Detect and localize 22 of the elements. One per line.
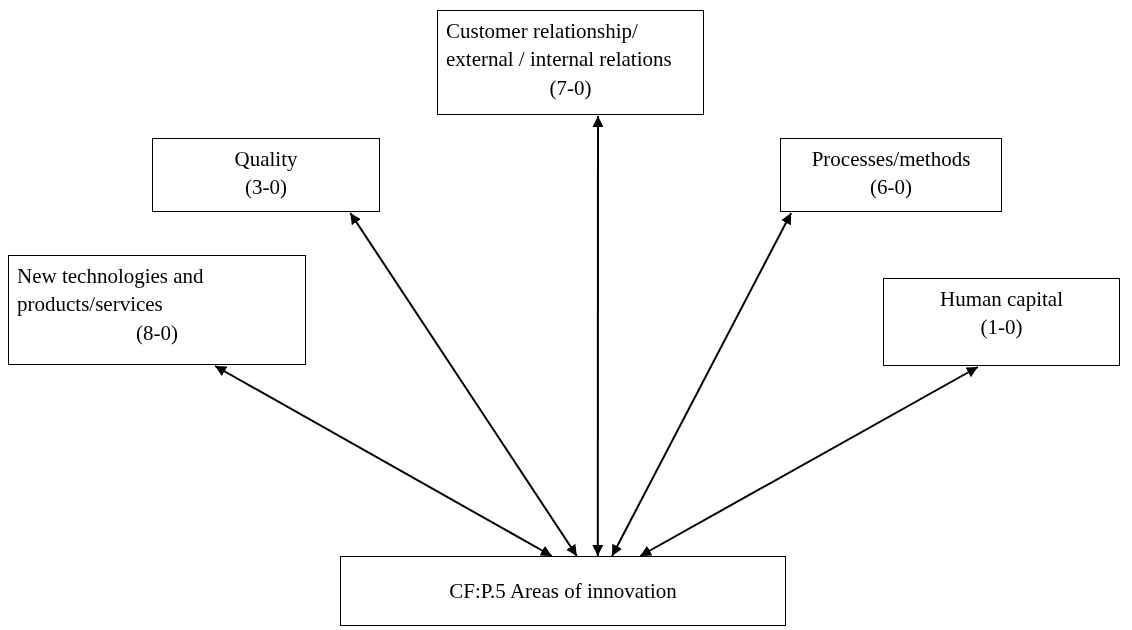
box-title: Human capital: [939, 286, 1063, 313]
box-title: Processes/methods: [811, 146, 971, 173]
text-box: [437, 10, 704, 115]
box-score: (8-0): [136, 319, 178, 347]
double-arrow: [592, 115, 604, 557]
box-score: (7-0): [549, 74, 592, 102]
box-title: Quality: [234, 146, 298, 173]
text-box: [780, 138, 1002, 212]
box-score: (3-0): [245, 174, 287, 202]
box-score: (6-0): [870, 174, 912, 202]
box-score: (1-0): [980, 314, 1023, 342]
double-arrow: [214, 365, 553, 557]
text-box: [883, 278, 1120, 366]
text-box: [152, 138, 380, 212]
box-title: Customer relationship/ external / internal relations: [446, 18, 673, 74]
text-box: [8, 255, 306, 365]
double-arrow: [611, 212, 793, 557]
text-box: [340, 556, 786, 626]
double-arrow: [639, 366, 979, 557]
box-title: CF:P.5 Areas of innovation: [449, 577, 677, 605]
double-arrow: [349, 212, 578, 557]
box-title: New technologies and products/services: [17, 263, 205, 319]
